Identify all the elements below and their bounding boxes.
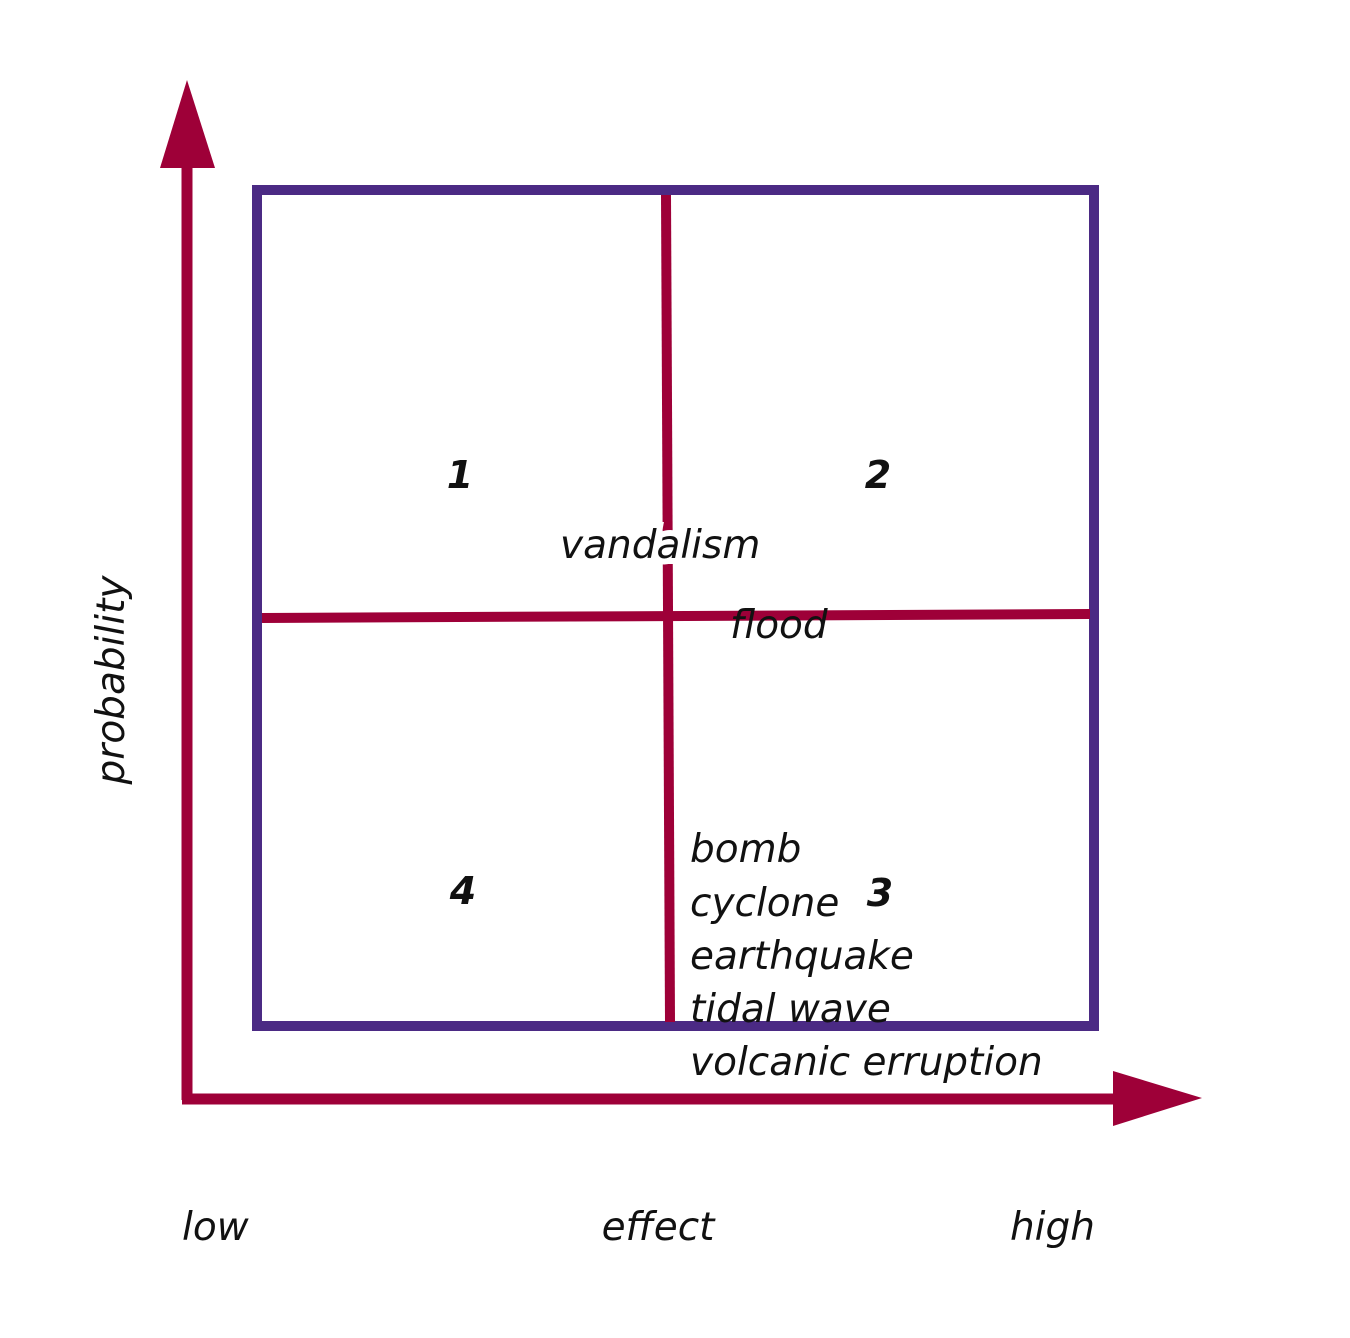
item-earthquake: earthquake [690, 934, 914, 979]
x-axis-arrowhead [1113, 1071, 1202, 1126]
horizontal-divider [261, 609, 1091, 623]
item-bomb: bomb [690, 827, 801, 872]
x-axis-label: effect [602, 1205, 717, 1250]
quadrant-4-number: 4 [449, 869, 476, 913]
quadrant-1-number: 1 [447, 453, 473, 497]
item-cyclone: cyclone [690, 881, 839, 926]
matrix-frame [252, 185, 1099, 1031]
quadrant-2-number: 2 [865, 453, 891, 497]
x-axis-high-label: high [1010, 1205, 1095, 1250]
item-tidal-wave: tidal wave [690, 987, 891, 1032]
item-flood: flood [730, 603, 828, 648]
y-axis-label: probability [89, 575, 134, 786]
vertical-divider [661, 194, 675, 1023]
y-axis-arrowhead [160, 80, 215, 168]
quadrant-3-number: 3 [867, 871, 893, 915]
item-vandalism: vandalism [560, 523, 760, 568]
x-axis-low-label: low [182, 1205, 249, 1250]
item-volcanic-erruption: volcanic erruption [690, 1040, 1043, 1085]
